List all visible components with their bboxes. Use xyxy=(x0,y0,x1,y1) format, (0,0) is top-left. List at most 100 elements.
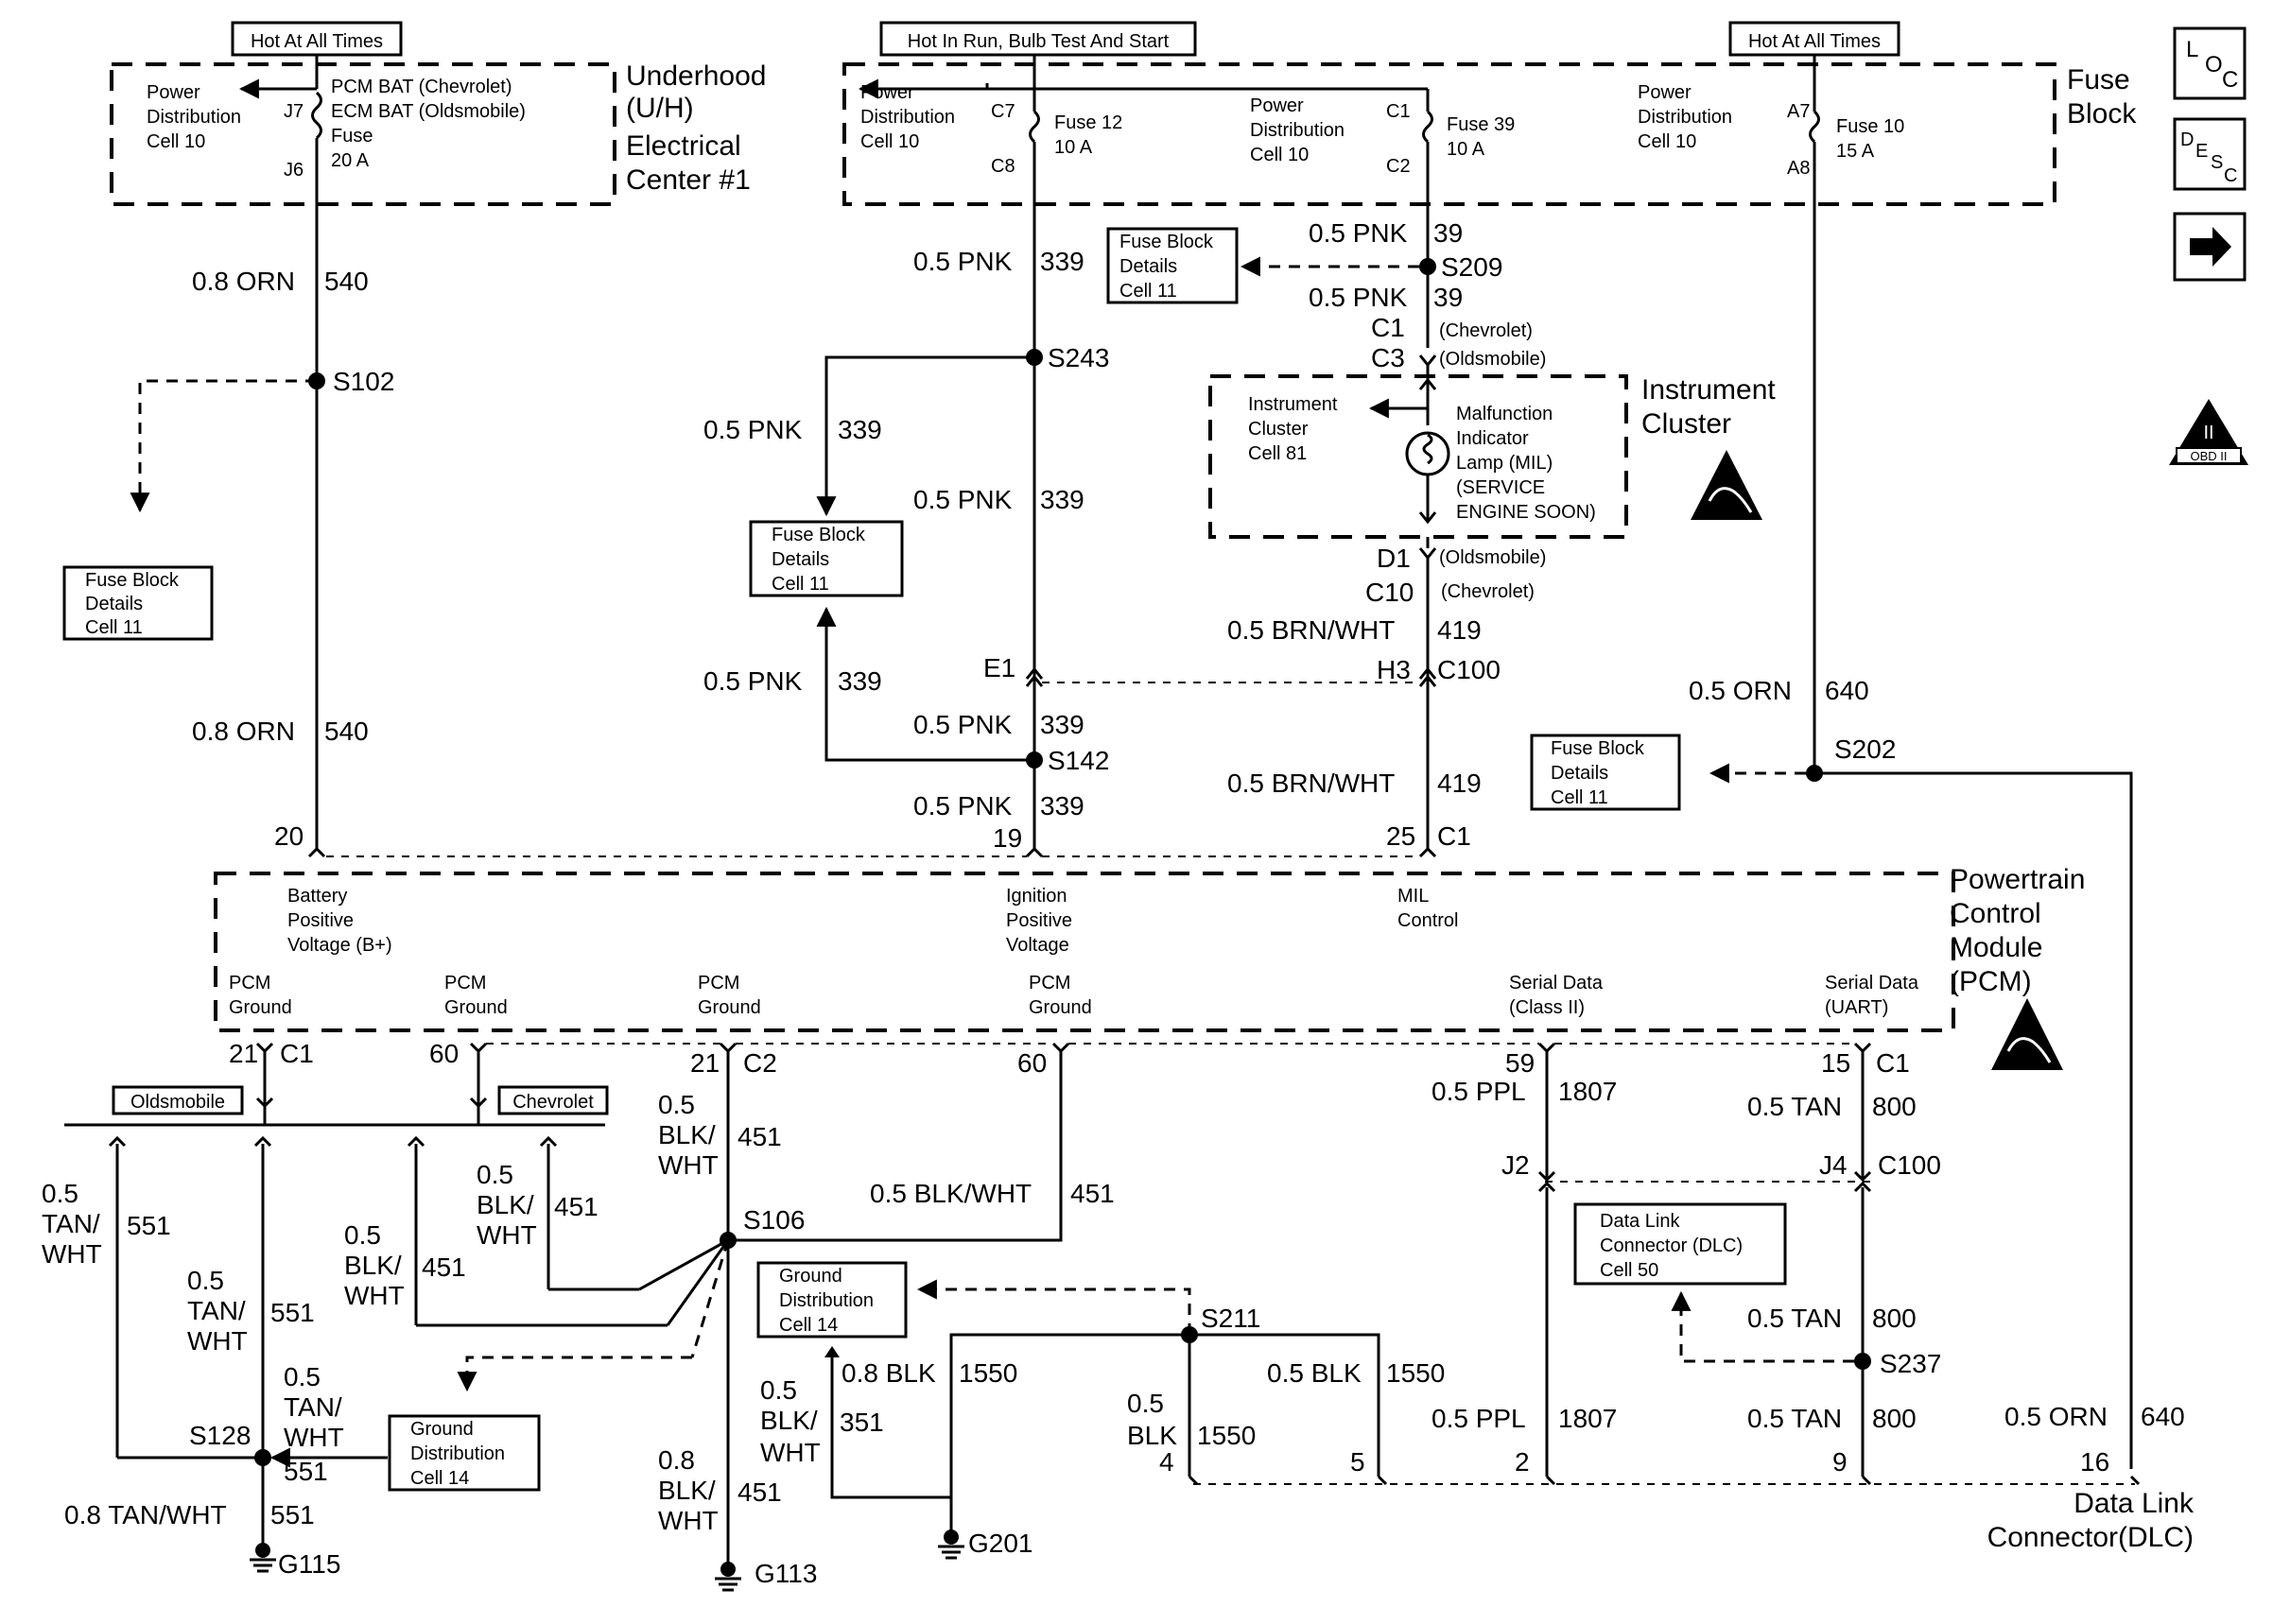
svg-text:Voltage: Voltage xyxy=(1006,935,1069,956)
svg-text:0.8 TAN/WHT: 0.8 TAN/WHT xyxy=(64,1500,227,1529)
svg-text:0.5 BRN/WHT: 0.5 BRN/WHT xyxy=(1227,615,1395,645)
ground-distribution-ref-left[interactable]: Ground Distribution Cell 14 xyxy=(388,1414,541,1492)
circuit-551: 0.5 TAN/ WHT 551 0.5 TAN/ WHT 551 0.5 TA… xyxy=(42,1144,388,1579)
svg-text:Fuse: Fuse xyxy=(2067,64,2130,95)
svg-text:25: 25 xyxy=(1386,821,1415,851)
circuit-800: 0.5 TAN 800 J4 C100 0.5 TAN 800 S237 0.5… xyxy=(1539,1051,1941,1477)
svg-text:S209: S209 xyxy=(1441,252,1502,282)
svg-text:0.5 TAN: 0.5 TAN xyxy=(1747,1404,1842,1433)
loc-icon[interactable]: L O C xyxy=(2173,26,2247,100)
svg-text:WHT: WHT xyxy=(42,1239,102,1269)
svg-text:339: 339 xyxy=(1040,485,1084,514)
svg-text:1550: 1550 xyxy=(959,1358,1017,1388)
svg-text:ENGINE SOON): ENGINE SOON) xyxy=(1456,502,1596,523)
svg-text:PCM: PCM xyxy=(444,973,486,993)
ground-icon-g115 xyxy=(250,1558,276,1573)
next-arrow-icon[interactable] xyxy=(2173,212,2247,282)
svg-text:J6: J6 xyxy=(284,160,304,181)
svg-text:(Class II): (Class II) xyxy=(1509,997,1585,1018)
svg-text:Powertrain: Powertrain xyxy=(1950,864,2085,895)
svg-text:20 A: 20 A xyxy=(331,150,370,171)
fuse-block-details-ref-s209[interactable]: Fuse Block Details Cell 11 xyxy=(1106,227,1239,304)
svg-text:Details: Details xyxy=(1551,763,1608,784)
svg-text:II: II xyxy=(2203,423,2213,443)
svg-text:C: C xyxy=(2224,165,2237,186)
svg-text:Instrument: Instrument xyxy=(1248,394,1338,415)
svg-text:Positive: Positive xyxy=(1006,910,1072,931)
svg-text:10 A: 10 A xyxy=(1054,137,1093,158)
fuse-block-details-ref-mid[interactable]: Fuse Block Details Cell 11 xyxy=(749,520,904,597)
svg-text:Fuse 12: Fuse 12 xyxy=(1054,112,1122,133)
svg-text:15 A: 15 A xyxy=(1836,141,1875,162)
svg-text:TAN/: TAN/ xyxy=(42,1209,100,1238)
dlc-details-ref[interactable]: Data Link Connector (DLC) Cell 50 xyxy=(1573,1202,1787,1286)
splice-s209 xyxy=(1419,258,1436,275)
svg-text:540: 540 xyxy=(324,717,369,746)
svg-text:0.5 PNK: 0.5 PNK xyxy=(703,415,803,444)
svg-text:D: D xyxy=(2180,130,2194,150)
svg-text:Ground: Ground xyxy=(444,997,508,1018)
svg-text:C8: C8 xyxy=(991,156,1015,177)
fuse-block: Power Distribution Cell 10 C7 C8 Fuse 12… xyxy=(842,55,2137,206)
svg-text:Cell 10: Cell 10 xyxy=(1250,145,1309,165)
svg-text:Cell 10: Cell 10 xyxy=(1638,131,1696,152)
svg-text:339: 339 xyxy=(1040,247,1084,276)
svg-text:BLK: BLK xyxy=(1127,1421,1177,1450)
circuit-540: 0.8 ORN 540 S102 0.8 ORN 540 20 xyxy=(130,204,394,851)
svg-text:15: 15 xyxy=(1821,1048,1850,1078)
svg-text:Control: Control xyxy=(1950,898,2041,929)
svg-text:0.8 ORN: 0.8 ORN xyxy=(192,267,295,296)
svg-text:TAN/: TAN/ xyxy=(187,1296,246,1325)
ground-icon-g201 xyxy=(938,1545,964,1560)
svg-text:1550: 1550 xyxy=(1386,1358,1445,1388)
power-label-hot-left: Hot At All Times xyxy=(231,21,403,57)
svg-text:Chevrolet: Chevrolet xyxy=(512,1092,594,1113)
svg-text:2: 2 xyxy=(1515,1447,1530,1477)
ground-distribution-ref-mid[interactable]: Ground Distribution Cell 14 xyxy=(756,1261,908,1339)
svg-text:Power: Power xyxy=(1250,95,1304,116)
svg-text:451: 451 xyxy=(737,1122,782,1151)
svg-text:Cell 10: Cell 10 xyxy=(147,131,205,152)
svg-text:WHT: WHT xyxy=(344,1281,405,1310)
svg-text:Data Link: Data Link xyxy=(1600,1211,1680,1232)
svg-text:0.5 TAN: 0.5 TAN xyxy=(1747,1304,1842,1333)
svg-text:Power: Power xyxy=(147,82,200,103)
svg-text:C10: C10 xyxy=(1365,578,1414,607)
svg-text:60: 60 xyxy=(429,1039,459,1068)
svg-text:Fuse 39: Fuse 39 xyxy=(1447,114,1515,135)
svg-text:C1: C1 xyxy=(1371,313,1405,342)
svg-text:WHT: WHT xyxy=(477,1220,537,1250)
desc-icon[interactable]: D E S C xyxy=(2173,117,2247,191)
svg-text:(Oldsmobile): (Oldsmobile) xyxy=(1439,349,1546,370)
svg-text:Details: Details xyxy=(85,594,143,614)
svg-text:0.5 PPL: 0.5 PPL xyxy=(1431,1404,1526,1433)
fuse-block-details-ref-s202[interactable]: Fuse Block Details Cell 11 xyxy=(1530,734,1681,811)
svg-text:0.5: 0.5 xyxy=(42,1179,78,1208)
esd-warning-icon-cluster xyxy=(1691,450,1762,520)
svg-text:TAN/: TAN/ xyxy=(284,1392,342,1422)
svg-text:Distribution: Distribution xyxy=(779,1290,874,1311)
fuse-block-details-ref-left[interactable]: Fuse Block Details Cell 11 xyxy=(62,565,214,641)
svg-text:C100: C100 xyxy=(1437,655,1501,684)
obd-ii-icon: II OBD II xyxy=(2169,399,2248,465)
svg-text:19: 19 xyxy=(993,823,1022,853)
svg-text:0.5 PPL: 0.5 PPL xyxy=(1431,1077,1526,1106)
svg-text:OBD II: OBD II xyxy=(2190,449,2227,463)
svg-text:0.5 BRN/WHT: 0.5 BRN/WHT xyxy=(1227,769,1395,798)
svg-text:MIL: MIL xyxy=(1397,886,1429,907)
svg-text:A7: A7 xyxy=(1787,101,1810,122)
svg-text:Cell 11: Cell 11 xyxy=(772,574,829,595)
svg-text:PCM: PCM xyxy=(1029,973,1070,993)
svg-text:339: 339 xyxy=(1040,710,1084,739)
svg-text:WHT: WHT xyxy=(658,1506,719,1535)
svg-text:1550: 1550 xyxy=(1197,1421,1256,1450)
svg-text:640: 640 xyxy=(1825,676,1869,705)
svg-text:G115: G115 xyxy=(278,1549,340,1579)
svg-text:S142: S142 xyxy=(1048,746,1109,775)
svg-text:Ground: Ground xyxy=(410,1419,474,1440)
svg-text:WHT: WHT xyxy=(284,1423,344,1452)
svg-text:Underhood: Underhood xyxy=(626,60,766,92)
svg-text:Cell 11: Cell 11 xyxy=(1119,281,1177,302)
svg-text:Cluster: Cluster xyxy=(1248,419,1309,440)
svg-text:419: 419 xyxy=(1437,769,1482,798)
